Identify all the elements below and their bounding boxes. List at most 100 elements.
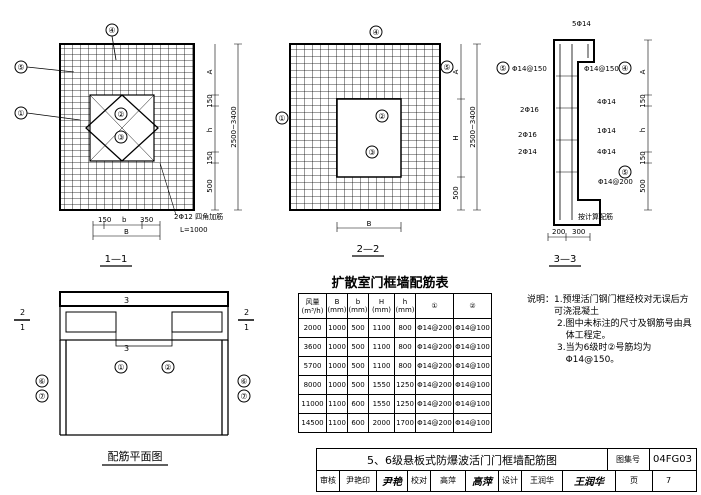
table-cell: 1000 [326,375,348,395]
s33-label-2phi16a: 2Φ16 [520,106,539,114]
check-label: 校对 [408,470,431,491]
table-cell: 600 [347,413,369,433]
notes-lead: 说明： [527,295,555,305]
table-cell: 800 [394,337,416,357]
s11-dim-350: 350 [140,216,153,224]
th-rebar-2: ② [453,293,492,319]
page-no: 7 [665,476,672,485]
s33-title: 3—3 [554,254,577,265]
s22-dim-A: A [452,69,460,74]
s22-dim-B: B [367,220,372,228]
th-b: b (mm) [347,293,369,319]
section-2-2: ④ ⑤ ① ② ③ A 2500~3400 H 500 B 2—2 [275,25,481,257]
table-cell: Φ14@100 [453,394,492,414]
s33-dim-150b: 150 [639,151,647,164]
s33-label-5phi14: 5Φ14 [572,20,591,28]
table-cell: Φ14@200 [415,337,454,357]
table-cell: 1250 [394,375,416,395]
plan-callout-6l: ⑥ [38,377,45,386]
table-cell: Φ14@200 [415,356,454,376]
title-block: 5、6级悬板式防爆波活门门框墙配筋图 图集号 04FG03 审核 尹艳印 尹艳 … [316,448,697,492]
s33-dim-500: 500 [639,179,647,192]
plan-sec-3-bot: 3 [124,344,129,353]
note-1-text: 预埋活门钢门框经校对无误后方可浇混凝土 [554,295,689,317]
table-cell: Φ14@100 [453,356,492,376]
note-3-text: 当为6级时②号筋均为Φ14@150。 [565,343,652,365]
s33-dim-300: 300 [572,228,585,236]
table-cell: Φ14@100 [453,318,492,338]
review-label: 审核 [317,470,340,491]
s33-label-phi14-150-r: Φ14@150 [584,65,619,73]
design-label: 设计 [499,470,522,491]
plan-title: 配筋平面图 [108,449,163,463]
plan-sec-2-left: 2 [20,308,25,317]
table-cell: 2000 [298,318,327,338]
plan-callout-6r: ⑥ [240,377,247,386]
table-cell: Φ14@200 [415,375,454,395]
s33-dim-150a: 150 [639,94,647,107]
checker-signature: 高萍 [466,470,499,491]
table-cell: 11000 [298,394,327,414]
table-cell: 800 [394,318,416,338]
table-cell: 1100 [368,337,395,357]
s33-label-phi14-150-l: Φ14@150 [512,65,547,73]
th-rebar-1: ① [415,293,454,319]
table-cell: 1000 [326,337,348,357]
note-2-text: 图中未标注的尺寸及钢筋号由具体工程定。 [565,319,692,341]
plan-callout-7l: ⑦ [38,392,45,401]
s22-dim-500: 500 [452,186,460,199]
s33-dim-h: h [639,128,647,132]
s11-title: 1—1 [105,254,128,265]
s22-title: 2—2 [357,244,380,255]
table-title: 扩散室门框墙配筋表 [331,275,449,291]
note-3-num: 3. [557,343,566,353]
table-cell: 600 [347,394,369,414]
s22-callout-3: ③ [368,148,375,157]
reviewer: 尹艳印 [340,470,377,491]
th-h: h (mm) [394,293,416,319]
s11-callout-5: ⑤ [17,63,24,72]
table-cell: Φ14@100 [453,375,492,395]
table-cell: 1100 [368,318,395,338]
table-cell: 1000 [326,356,348,376]
s33-dim-200: 200 [552,228,565,236]
plan-view: 2 1 2 1 3 3 ① ② ⑥ ⑦ ⑥ ⑦ 配筋平面图 [14,291,254,466]
s11-note-length: L=1000 [180,226,208,234]
table-cell: Φ14@200 [415,394,454,414]
table-cell: 1000 [326,318,348,338]
table-cell: 1250 [394,394,416,414]
table-cell: 1100 [326,413,348,433]
table-cell: 14500 [298,413,327,433]
atlas-label: 图集号 [607,449,650,471]
th-airflow: 风量 (m³/h) [298,293,327,319]
s11-dim-A: A [206,69,214,74]
table-cell: 2000 [368,413,395,433]
note-1-num: 1. [554,295,563,305]
table-cell: 5700 [298,356,327,376]
s11-callout-1: ① [17,109,24,118]
s33-callout-4: ④ [621,64,628,73]
table-cell: 1100 [368,356,395,376]
s11-dim-150a: 150 [206,94,214,107]
plan-sec-2-right: 2 [244,308,249,317]
s33-label-2phi14: 2Φ14 [518,148,537,156]
s11-dim-B: B [124,228,129,236]
table-cell: 500 [347,356,369,376]
plan-callout-7r: ⑦ [240,392,247,401]
s33-label-calc: 按计算配筋 [578,212,613,221]
table-cell: 500 [347,337,369,357]
plan-callout-1: ① [117,363,124,372]
notes: 说明： 1.预埋活门钢门框经校对无误后方可浇混凝土 2.图中未标注的尺寸及钢筋号… [527,294,697,366]
table-cell: Φ14@200 [415,318,454,338]
section-3-3: 5Φ14 ⑤ Φ14@150 Φ14@150 ④ 2Φ16 4Φ14 2Φ16 … [496,20,652,267]
table-cell: 500 [347,318,369,338]
s33-dim-A: A [639,69,647,74]
designer-signature: 王润华 [563,470,616,491]
s22-dim-total: 2500~3400 [469,106,477,148]
drawing-title: 5、6级悬板式防爆波活门门框墙配筋图 [317,449,608,471]
th-B: B (mm) [326,293,348,319]
